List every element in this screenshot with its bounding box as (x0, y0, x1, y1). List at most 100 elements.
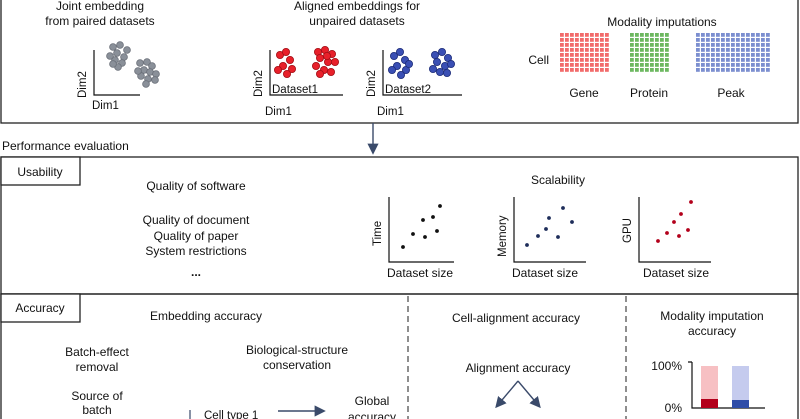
gene-grid-cell (580, 53, 584, 57)
gpu-plot-dot (672, 220, 676, 224)
protein-label: Protein (630, 86, 668, 100)
dataset1-dot (311, 62, 320, 71)
peak-grid-cell (721, 58, 725, 62)
peak-grid-cell (761, 58, 765, 62)
peak-grid-cell (731, 63, 735, 67)
peak-grid-cell (741, 53, 745, 57)
gene-grid-cell (600, 43, 604, 47)
peak-grid-cell (746, 63, 750, 67)
protein-grid-cell (650, 33, 654, 37)
gpu-plot-axes (638, 197, 711, 263)
protein-grid-cell (655, 53, 659, 57)
joint-embedding-y-axis: Dim2 (77, 71, 89, 98)
peak-grid-cell (731, 48, 735, 52)
peak-grid-cell (726, 43, 730, 47)
gene-grid-cell (580, 38, 584, 42)
peak-grid-cell (696, 63, 700, 67)
aligned-embeddings-title-2: unpaired datasets (309, 14, 404, 28)
peak-grid-cell (766, 58, 770, 62)
protein-grid-cell (650, 48, 654, 52)
gene-grid-cell (585, 63, 589, 67)
gene-grid-cell (560, 43, 564, 47)
peak-grid-cell (761, 43, 765, 47)
protein-grid-cell (630, 38, 634, 42)
dataset2-dot (389, 52, 398, 61)
dataset2-dot (442, 69, 451, 78)
memory-plot-x-label: Dataset size (512, 266, 578, 280)
gene-grid-cell (590, 63, 594, 67)
peak-grid-cell (761, 68, 765, 72)
gpu-plot-dot (677, 234, 681, 238)
peak-grid-cell (731, 33, 735, 37)
gene-grid-cell (590, 33, 594, 37)
usability-item-document: Quality of document (143, 213, 250, 227)
joint-embedding-dot (113, 49, 121, 57)
peak-grid-cell (696, 58, 700, 62)
gpu-plot-dots (656, 200, 693, 243)
scalability-title: Scalability (531, 173, 585, 187)
source-of-batch-line-2: batch (82, 403, 111, 417)
peak-grid-cell (721, 53, 725, 57)
peak-grid-cell (751, 38, 755, 42)
gene-grid-cell (600, 38, 604, 42)
peak-grid-cell (726, 48, 730, 52)
peak-grid-cell (716, 53, 720, 57)
gene-grid-cell (570, 48, 574, 52)
gene-grid-cell (605, 38, 609, 42)
dataset1-dot (326, 68, 335, 77)
gene-grid-cell (600, 53, 604, 57)
peak-grid-cell (746, 43, 750, 47)
batch-effect-line-1: Batch-effect (65, 345, 129, 359)
joint-embedding-x-axis: Dim1 (92, 100, 119, 112)
peak-grid-cell (746, 38, 750, 42)
gene-grid-cell (580, 33, 584, 37)
protein-grid-cell (665, 48, 669, 52)
dataset2-dot (432, 58, 441, 67)
gene-grid-cell (595, 58, 599, 62)
gene-grid-cell (575, 58, 579, 62)
protein-grid-cell (665, 38, 669, 42)
peak-grid-cell (721, 48, 725, 52)
gene-grid-cell (580, 68, 584, 72)
gene-grid-cell (560, 53, 564, 57)
protein-grid-cell (630, 68, 634, 72)
protein-grid-cell (640, 43, 644, 47)
dataset2-label: Dataset2 (385, 84, 431, 96)
peak-grid-cell (721, 38, 725, 42)
gene-grid-cell (570, 58, 574, 62)
gene-grid-cell (575, 53, 579, 57)
cell-row-label: Cell (528, 53, 549, 67)
gene-grid-cell (565, 68, 569, 72)
protein-grid (630, 33, 669, 72)
peak-grid-cell (701, 68, 705, 72)
protein-grid-cell (635, 33, 639, 37)
protein-grid-cell (635, 53, 639, 57)
peak-grid-cell (706, 38, 710, 42)
peak-grid-cell (751, 53, 755, 57)
protein-grid-cell (650, 53, 654, 57)
aligned-y-axis-2: Dim2 (366, 70, 378, 97)
peak-grid-cell (756, 33, 760, 37)
gene-grid-cell (565, 48, 569, 52)
peak-grid-cell (761, 53, 765, 57)
gene-grid-cell (590, 53, 594, 57)
peak-grid-cell (731, 68, 735, 72)
protein-grid-cell (665, 43, 669, 47)
modality-imputation-title-1: Modality imputation (660, 309, 763, 323)
dataset2-dot (428, 65, 437, 74)
pct-0-label: 0% (665, 401, 683, 415)
gene-grid-cell (600, 63, 604, 67)
gene-grid-cell (600, 58, 604, 62)
gpu-plot-y-label: GPU (622, 218, 634, 243)
protein-grid-cell (630, 33, 634, 37)
imputation-bar-blue-fill (732, 400, 749, 408)
peak-grid-cell (701, 43, 705, 47)
protein-grid-cell (660, 58, 664, 62)
usability-item-software: Quality of software (146, 179, 246, 193)
protein-grid-cell (655, 48, 659, 52)
gene-grid-cell (560, 68, 564, 72)
gene-grid-cell (565, 38, 569, 42)
gpu-plot-dot (665, 231, 669, 235)
gene-grid-cell (585, 68, 589, 72)
joint-embedding-title-2: from paired datasets (45, 14, 154, 28)
